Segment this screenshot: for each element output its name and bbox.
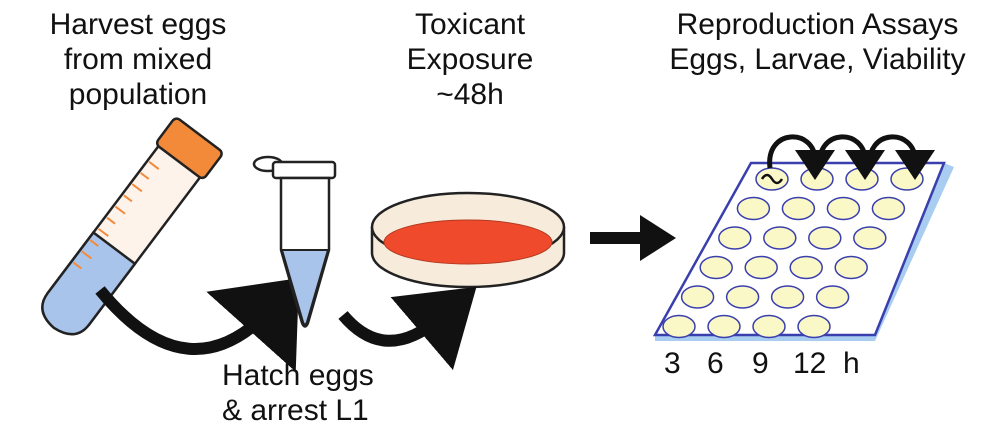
- petri-dish-icon: [370, 191, 566, 289]
- well: [699, 255, 733, 280]
- timepoint-unit: h: [843, 347, 860, 380]
- well: [725, 285, 760, 309]
- timepoint-9: 9: [752, 347, 769, 380]
- well: [808, 226, 842, 250]
- well: [890, 167, 924, 191]
- well: [662, 314, 696, 339]
- toxicant-label-line1: Toxicant: [414, 8, 526, 41]
- worm-icon: [760, 173, 784, 185]
- microtube-liquid: [280, 249, 330, 326]
- dish-medium: [383, 219, 553, 265]
- curved-arrow-1-icon: [95, 278, 300, 372]
- toxicant-label-line2: Exposure: [406, 43, 534, 76]
- timepoint-3: 3: [664, 347, 681, 380]
- toxicant-label: Toxicant Exposure ~48h: [380, 7, 560, 112]
- reproduction-label-line1: Reproduction Assays: [676, 8, 959, 41]
- well: [744, 255, 778, 280]
- well: [718, 226, 752, 250]
- conical-tube-icon: [41, 117, 223, 336]
- timepoint-12: 12: [793, 347, 827, 380]
- harvest-label: Harvest eggs from mixed population: [18, 7, 258, 112]
- right-arrow-icon: [590, 215, 676, 261]
- well: [797, 314, 831, 339]
- well: [826, 196, 861, 221]
- toxicant-label-line3: ~48h: [436, 78, 504, 111]
- harvest-label-line3: population: [68, 78, 208, 111]
- hatch-label-line2: & arrest L1: [222, 394, 369, 427]
- transfer-arrow-2-icon: [817, 134, 885, 180]
- timepoint-6: 6: [707, 347, 724, 380]
- well: [736, 196, 771, 221]
- well: [763, 226, 797, 250]
- well: [781, 196, 816, 221]
- well: [789, 255, 823, 280]
- tube-liquid: [41, 230, 137, 336]
- well: [853, 226, 887, 250]
- well: [815, 285, 850, 309]
- well: [834, 255, 868, 280]
- well: [707, 314, 741, 339]
- well: [770, 285, 805, 309]
- tube-cap: [155, 117, 223, 180]
- well: [680, 285, 715, 309]
- well: [752, 314, 786, 339]
- well: [871, 196, 906, 221]
- transfer-arrow-3-icon: [867, 134, 935, 180]
- harvest-label-line2: from mixed: [63, 43, 213, 76]
- well: [800, 167, 834, 191]
- harvest-label-line1: Harvest eggs: [49, 8, 227, 41]
- transfer-arrow-1-icon: [767, 134, 835, 180]
- well: [845, 167, 879, 191]
- well-grid: [662, 167, 924, 339]
- reproduction-label: Reproduction Assays Eggs, Larvae, Viabil…: [640, 7, 995, 77]
- microcentrifuge-tube-icon: [252, 155, 337, 328]
- reproduction-label-line2: Eggs, Larvae, Viability: [669, 43, 966, 76]
- curved-arrow-2-icon: [338, 286, 477, 371]
- well-plate-icon: [652, 161, 954, 341]
